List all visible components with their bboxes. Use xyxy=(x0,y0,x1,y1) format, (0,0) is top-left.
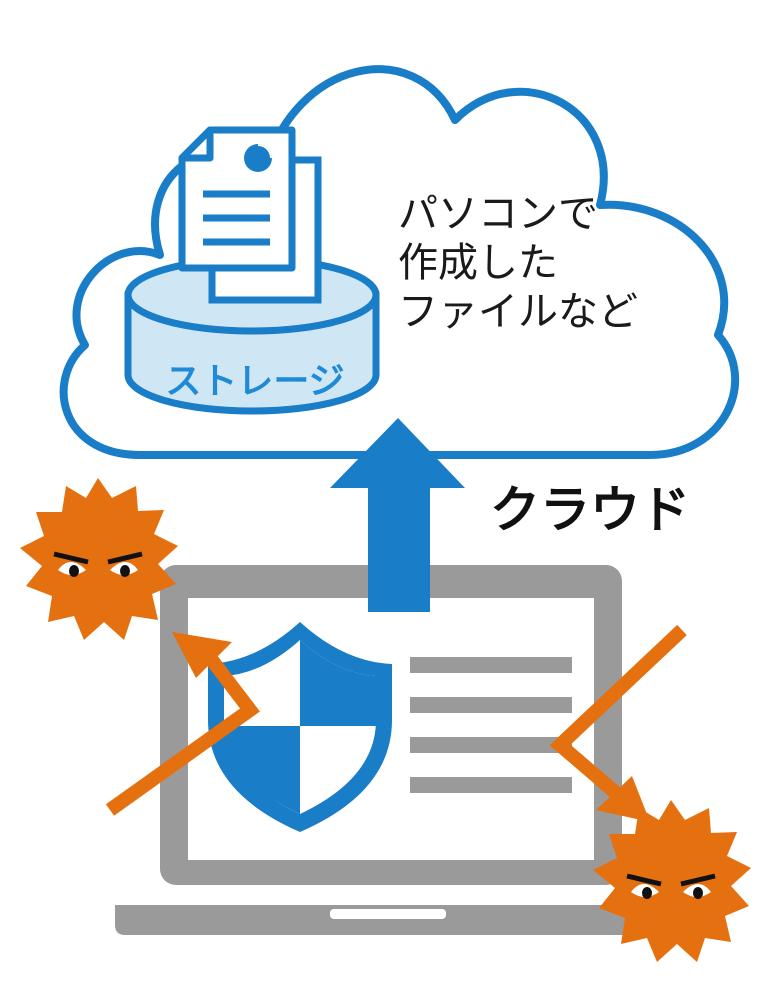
virus-icon xyxy=(20,478,178,640)
cloud-description: パソコンで 作成した ファイルなど xyxy=(398,190,638,337)
storage-label: ストレージ xyxy=(165,361,345,402)
cloud-label: クラウド xyxy=(490,481,690,539)
attack-arrow-right xyxy=(549,624,687,822)
up-arrow-icon xyxy=(330,418,465,612)
security-shield-icon xyxy=(208,622,392,832)
document-icon xyxy=(178,126,322,304)
cloud-description-line: ファイルなど xyxy=(398,289,638,335)
attack-arrow-left xyxy=(105,632,260,816)
cloud-description-line: パソコンで xyxy=(398,191,598,237)
cloud-description-line: 作成した xyxy=(398,240,558,286)
virus-icon xyxy=(593,800,751,962)
